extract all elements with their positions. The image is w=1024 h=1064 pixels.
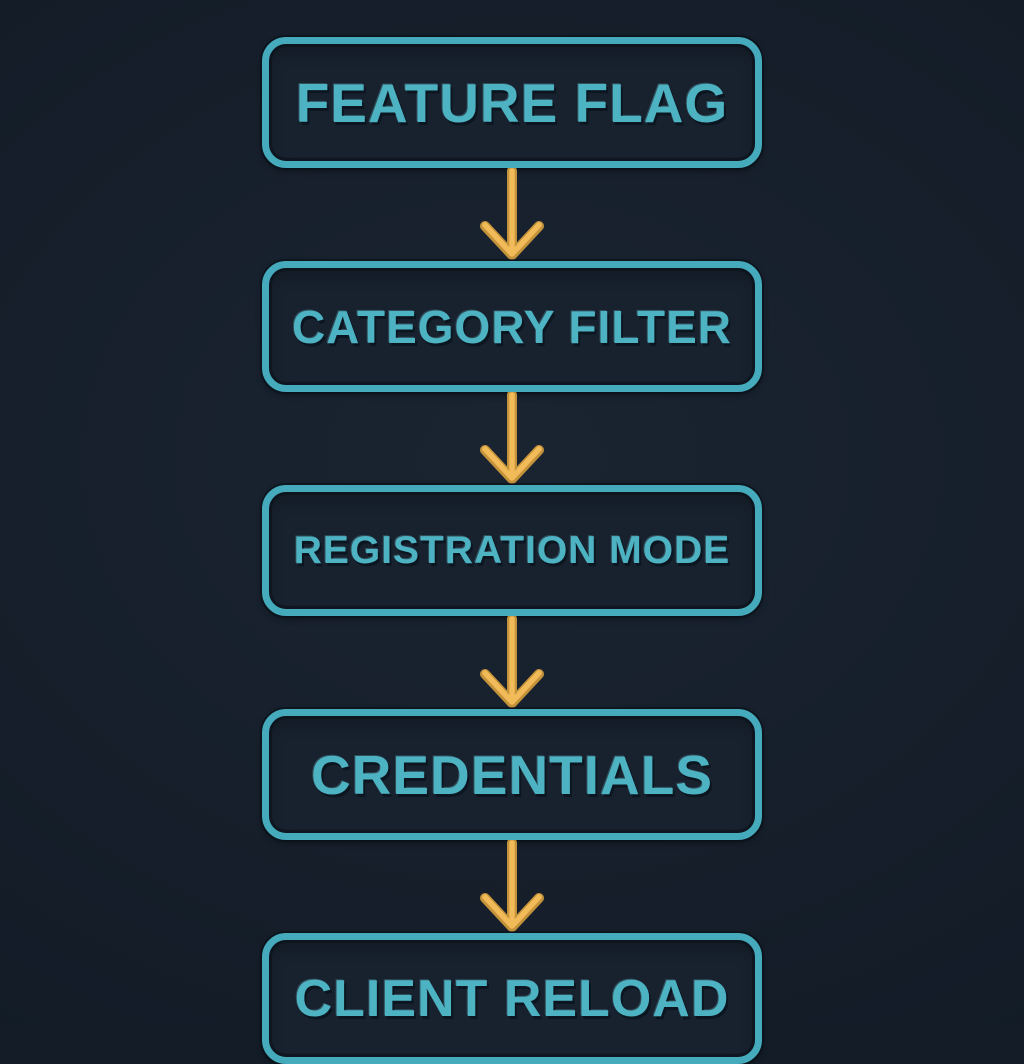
flow-node-label: CREDENTIALS (310, 743, 714, 806)
flow-node-label: CATEGORY FILTER (291, 300, 733, 353)
arrow-down-icon (480, 616, 544, 708)
arrow-down-icon (480, 392, 544, 484)
flow-node-client-reload: CLIENT RELOAD (262, 933, 762, 1064)
flow-node-registration-mode: REGISTRATION MODE (262, 485, 762, 616)
arrow-down-icon (480, 168, 544, 260)
arrow-down-icon (480, 840, 544, 932)
flow-node-label: CLIENT RELOAD (294, 969, 730, 1028)
flow-node-feature-flag: FEATURE FLAG (262, 37, 762, 168)
flow-node-label: FEATURE FLAG (295, 71, 729, 134)
flow-node-credentials: CREDENTIALS (262, 709, 762, 840)
flow-node-label: REGISTRATION MODE (293, 528, 731, 572)
flow-node-category-filter: CATEGORY FILTER (262, 261, 762, 392)
